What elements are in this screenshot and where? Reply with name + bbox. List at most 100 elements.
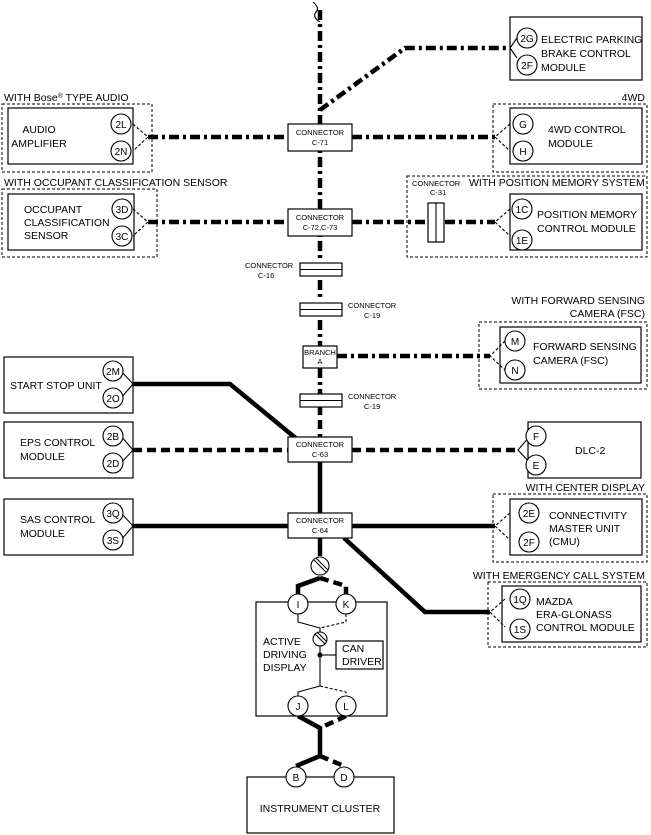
sas-pin-3q: 3Q [106,509,120,520]
dlc-label: DLC-2 [575,445,606,457]
pos-mem-option-label: WITH POSITION MEMORY SYSTEM [469,177,645,189]
c31-label-1: CONNECTOR [412,179,461,188]
era-pin-1q: 1Q [513,595,527,606]
connector-c64: CONNECTOR C-64 [287,512,353,539]
ocs-option-label: WITH OCCUPANT CLASSIFICATION SENSOR [4,177,228,189]
sas-label-1: SAS CONTROL [20,514,95,526]
epb-module: ELECTRIC PARKING BRAKE CONTROL MODULE 2G… [509,16,643,81]
fsc-pin-n: N [511,366,518,377]
fsc-label-1: FORWARD SENSING [533,341,637,353]
audio-amplifier-module: AUDIO AMPLIFIER 2L 2N [7,107,149,165]
can-driver-box [335,640,384,670]
emergency-option-label: WITH EMERGENCY CALL SYSTEM [473,570,645,582]
add-cluster-wire-2 [319,713,347,731]
svg-text:CONNECTOR: CONNECTOR [348,301,397,310]
cluster-pin-b: B [293,773,300,784]
start-stop-wire [133,381,300,442]
center-display-option-frame [492,493,648,563]
connector-c71: CONNECTOR C-71 [287,123,353,152]
svg-text:CONNECTOR: CONNECTOR [348,392,397,401]
start-stop-pin-2m: 2M [106,367,120,378]
svg-text:CONNECTOR: CONNECTOR [296,516,345,525]
can-driver-label-2: DRIVER [342,656,382,668]
fourwd-option-frame [492,103,648,173]
ocs-module: OCCUPANT CLASSIFICATION SENSOR 3D 3C [7,193,149,251]
eps-module: EPS CONTROL MODULE 2B 2D [3,421,134,479]
epb-pin-2f: 2F [521,61,533,72]
connector-c19-lower: CONNECTOR C-19 [299,392,397,411]
eps-pin-2b: 2B [107,432,120,443]
svg-text:CONNECTOR: CONNECTOR [245,261,294,270]
add-pin-j: J [296,702,301,713]
fourwd-pin-g: G [519,120,527,131]
branch-a: BRANCH A [302,345,338,369]
sas-module: SAS CONTROL MODULE 3Q 3S [3,498,134,556]
start-stop-module: START STOP UNIT 2M 2O [3,356,134,414]
c31-label-2: C-31 [430,188,446,197]
bose-option-frame [1,103,153,173]
ocs-label-1: OCCUPANT [24,204,83,216]
epb-label-2: BRAKE CONTROL [541,48,631,60]
fourwd-option-label: 4WD [622,92,646,104]
pos-mem-pin-1e: 1E [516,236,529,247]
add-fork-left-wire [295,575,321,596]
era-wire [342,536,490,615]
cmu-label-2: MASTER UNIT [549,523,621,535]
dlc-pin-e: E [533,461,540,472]
ocs-label-2: CLASSIFICATION [24,217,110,229]
svg-text:C-63: C-63 [312,450,328,459]
epb-label-1: ELECTRIC PARKING [541,34,642,46]
emergency-option-frame [487,581,648,648]
svg-text:CONNECTOR: CONNECTOR [296,440,345,449]
sas-label-2: MODULE [20,528,65,540]
fourwd-module: 4WD CONTROL MODULE G H [494,107,643,165]
svg-text:C-72,C-73: C-72,C-73 [303,223,338,232]
ocs-pin-3d: 3D [116,205,129,216]
cmu-module: CONNECTIVITY MASTER UNIT (CMU) 2E 2F [494,498,643,556]
svg-text:C-71: C-71 [312,138,328,147]
svg-text:CONNECTOR: CONNECTOR [296,213,345,222]
pos-mem-option-frame [406,175,648,258]
start-stop-label: START STOP UNIT [10,380,102,392]
add-pin-i: I [297,600,300,611]
eps-label-2: MODULE [20,451,65,463]
add-label-3: DISPLAY [263,662,307,674]
cmu-pin-2f: 2F [523,538,535,549]
epb-pin-2g: 2G [520,34,534,45]
svg-text:C-16: C-16 [258,271,274,280]
connector-c16: CONNECTOR C-16 [245,261,343,280]
bose-option-label: WITH Bose® TYPE AUDIO [4,92,129,105]
cmu-label-1: CONNECTIVITY [549,510,627,522]
eps-label-1: EPS CONTROL [20,437,95,449]
cluster-module: B D INSTRUMENT CLUSTER [246,766,395,834]
cluster-label: INSTRUMENT CLUSTER [260,803,381,815]
start-stop-pin-2o: 2O [106,394,120,405]
ocs-option-frame [1,188,158,258]
epb-wire [318,45,510,112]
svg-text:C-19: C-19 [364,402,380,411]
era-pin-1s: 1S [514,625,527,636]
era-label-2: ERA-GLONASS [536,609,612,621]
add-pin-k: K [343,600,350,611]
connector-c19-upper: CONNECTOR C-19 [299,301,397,320]
dlc-pin-f: F [533,432,539,443]
center-display-option-label: WITH CENTER DISPLAY [526,482,645,494]
add-pin-l: L [343,702,349,713]
pos-mem-module: POSITION MEMORY CONTROL MODULE 1C 1E [494,193,643,251]
add-label-2: DRIVING [263,649,307,661]
svg-text:C-19: C-19 [364,311,380,320]
wiring [133,10,518,769]
era-label-1: MAZDA [536,596,573,608]
svg-text:BRANCH: BRANCH [304,348,336,357]
audio-label-2: AMPLIFIER [11,138,67,150]
svg-text:A: A [317,357,322,366]
cluster-fork-right-wire [319,753,345,769]
pos-mem-pin-1c: 1C [516,205,529,216]
add-fork-right-wire [319,575,349,596]
connector-c63: CONNECTOR C-63 [287,436,353,463]
eps-pin-2d: 2D [107,459,120,470]
cmu-pin-2e: 2E [523,509,536,520]
ocs-label-3: SENSOR [24,230,69,242]
twisted-pair-icon [310,556,330,576]
